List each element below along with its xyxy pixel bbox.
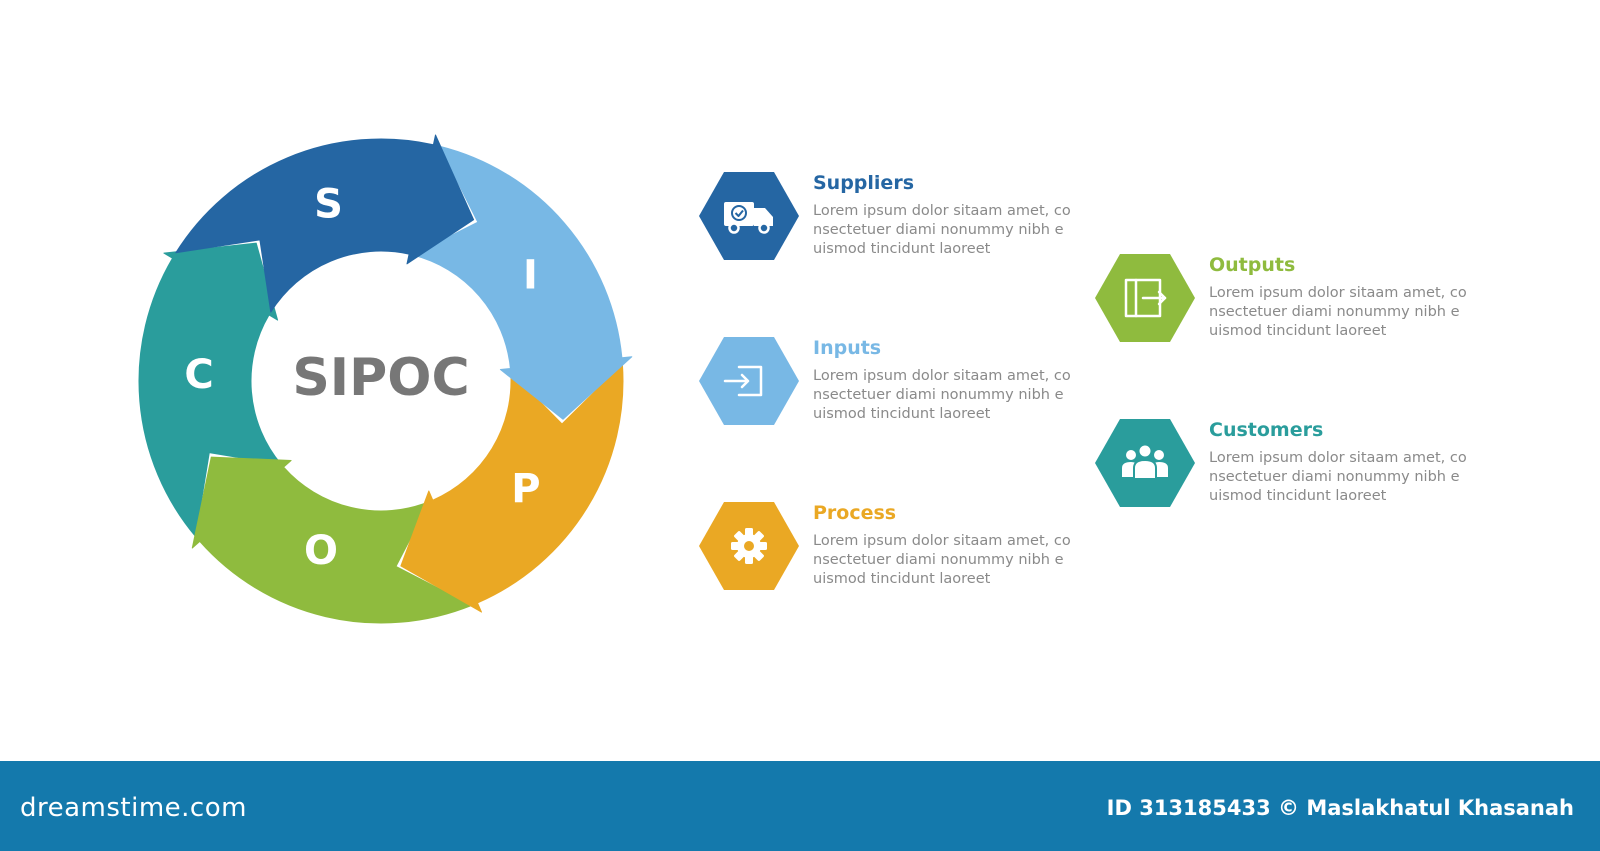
- item-inputs: Inputs Lorem ipsum dolor sitaam amet, co…: [699, 337, 1119, 437]
- footer-credit: ID 313185433 © Maslakhatul Khasanah: [1106, 796, 1574, 820]
- item-inputs-description: Lorem ipsum dolor sitaam amet, co nsecte…: [813, 368, 1071, 422]
- segment-letter-s: S: [314, 182, 343, 228]
- footer-logo: dreamstime.com: [20, 793, 247, 823]
- item-inputs-title: Inputs: [813, 337, 882, 359]
- segment-letter-p: P: [511, 466, 540, 512]
- item-process-title: Process: [813, 502, 897, 524]
- item-customers-description: Lorem ipsum dolor sitaam amet, co nsecte…: [1209, 450, 1467, 504]
- item-suppliers: Suppliers Lorem ipsum dolor sitaam amet,…: [699, 172, 1119, 272]
- footer-bar: dreamstime.com ID 313185433 © Maslakhatu…: [0, 761, 1600, 851]
- item-process: Process Lorem ipsum dolor sitaam amet, c…: [699, 502, 1119, 602]
- item-suppliers-title: Suppliers: [813, 172, 915, 194]
- segment-letter-o: O: [304, 528, 338, 574]
- item-suppliers-badge: [699, 172, 799, 260]
- item-process-description: Lorem ipsum dolor sitaam amet, co nsecte…: [813, 533, 1071, 587]
- segment-letter-c: C: [184, 352, 213, 398]
- item-customers-badge: [1095, 419, 1195, 507]
- item-inputs-badge: [699, 337, 799, 425]
- segment-c: [138, 242, 282, 538]
- item-outputs-description: Lorem ipsum dolor sitaam amet, co nsecte…: [1209, 285, 1467, 339]
- item-outputs-badge: [1095, 254, 1195, 342]
- item-customers: Customers Lorem ipsum dolor sitaam amet,…: [1095, 419, 1515, 519]
- segment-i: [411, 145, 633, 420]
- item-outputs-title: Outputs: [1209, 254, 1296, 276]
- truck-icon: [724, 202, 773, 234]
- output-icon: [1124, 278, 1167, 318]
- item-suppliers-description: Lorem ipsum dolor sitaam amet, co nsecte…: [813, 203, 1071, 257]
- item-outputs: Outputs Lorem ipsum dolor sitaam amet, c…: [1095, 254, 1515, 354]
- center-title: SIPOC: [292, 348, 469, 408]
- item-process-badge: [699, 502, 799, 590]
- gear-icon: [731, 528, 767, 564]
- input-icon: [723, 365, 763, 397]
- segment-letter-i: I: [523, 252, 538, 298]
- segment-s: [175, 134, 475, 313]
- segment-o: [191, 456, 473, 624]
- item-customers-title: Customers: [1209, 419, 1324, 441]
- sipoc-cycle-diagram: SIPOC SIPOC: [138, 134, 633, 624]
- segment-p: [400, 363, 624, 613]
- group-icon: [1122, 443, 1168, 480]
